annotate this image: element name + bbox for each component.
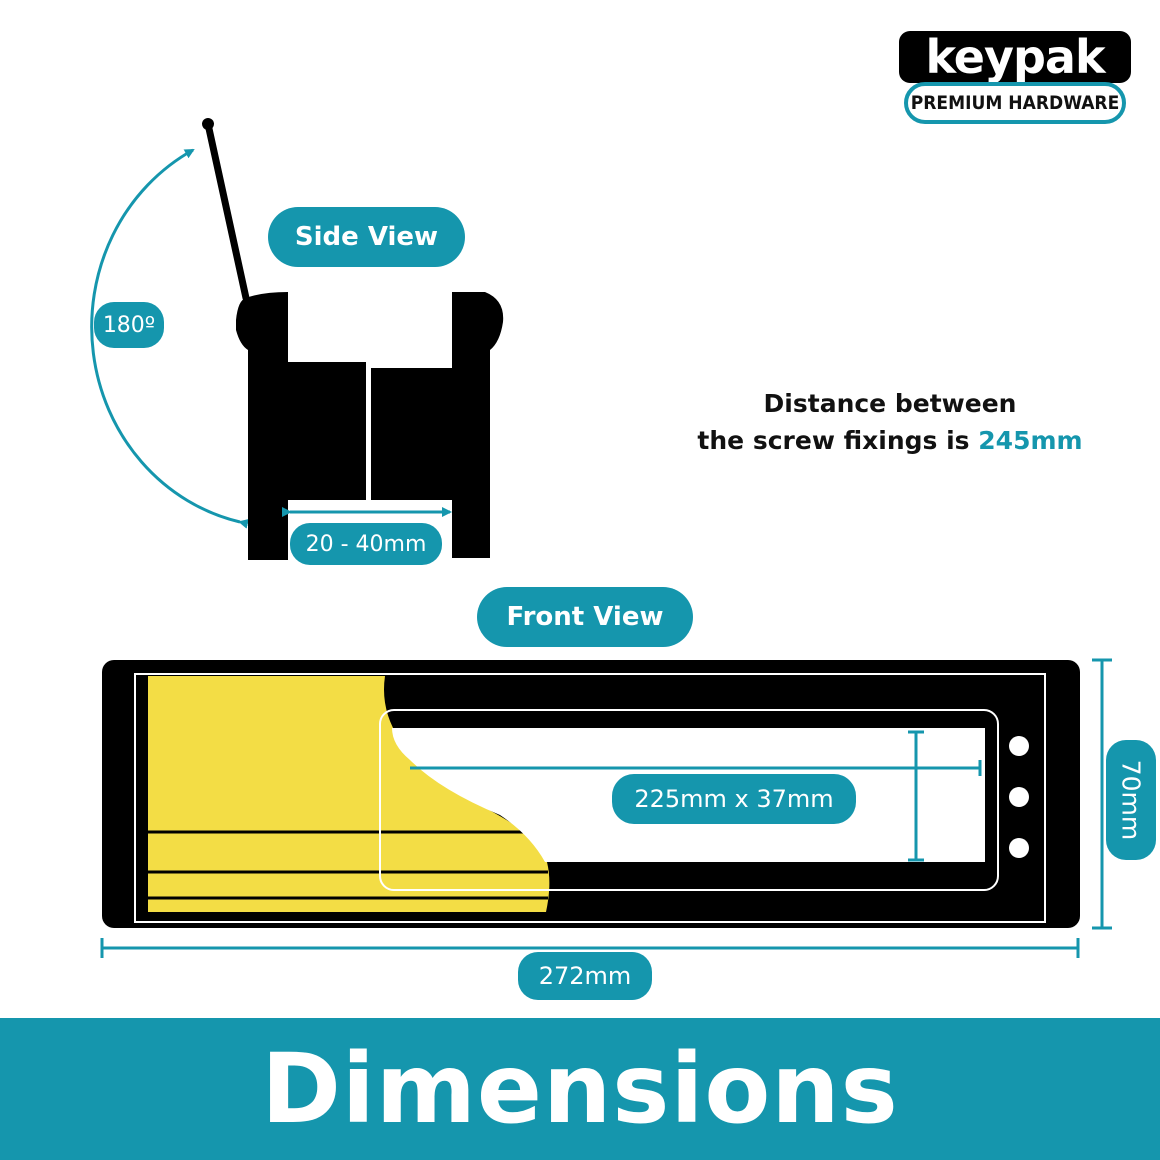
brand-name: keypak xyxy=(925,30,1105,84)
brush-strip xyxy=(148,676,550,912)
screw-distance-value: 245mm xyxy=(978,426,1083,455)
brand-tagline: PREMIUM HARDWARE xyxy=(910,92,1120,114)
brand-tagline-badge: PREMIUM HARDWARE xyxy=(904,82,1126,124)
footer-title: Dimensions xyxy=(261,1033,899,1145)
width-label: 272mm xyxy=(518,952,652,1000)
side-left-plate xyxy=(236,292,366,560)
side-view-label: Side View xyxy=(268,207,465,267)
angle-arc xyxy=(90,148,249,529)
front-plate-inner-edge xyxy=(134,673,1046,923)
height-label: 70mm xyxy=(1106,740,1156,860)
footer-banner: Dimensions xyxy=(0,1018,1160,1160)
brand-logo: keypak xyxy=(902,34,1128,80)
width-label-text: 272mm xyxy=(538,962,632,990)
screw-distance-prefix: the screw fixings is xyxy=(697,426,979,455)
thickness-label-text: 20 - 40mm xyxy=(305,531,427,557)
screw-hole-middle xyxy=(1009,787,1029,807)
screw-distance-note: Distance between the screw fixings is 24… xyxy=(640,385,1140,459)
front-view-label: Front View xyxy=(477,587,693,647)
aperture-label-text: 225mm x 37mm xyxy=(634,785,834,813)
flap-rod xyxy=(204,120,250,302)
aperture-label: 225mm x 37mm xyxy=(612,774,856,824)
flap-rod-tip xyxy=(202,118,214,130)
angle-label-text: 180º xyxy=(102,312,156,338)
height-label-text: 70mm xyxy=(1116,759,1146,841)
aperture-outline xyxy=(379,709,999,891)
front-view-label-text: Front View xyxy=(506,602,664,632)
side-view-label-text: Side View xyxy=(294,222,439,252)
screw-distance-line1: Distance between xyxy=(763,389,1017,418)
side-right-plate xyxy=(371,292,504,558)
screw-distance-line2: the screw fixings is 245mm xyxy=(640,422,1140,459)
angle-label: 180º xyxy=(94,302,164,348)
thickness-label: 20 - 40mm xyxy=(290,523,442,565)
screw-hole-bottom xyxy=(1009,838,1029,858)
screw-hole-top xyxy=(1009,736,1029,756)
